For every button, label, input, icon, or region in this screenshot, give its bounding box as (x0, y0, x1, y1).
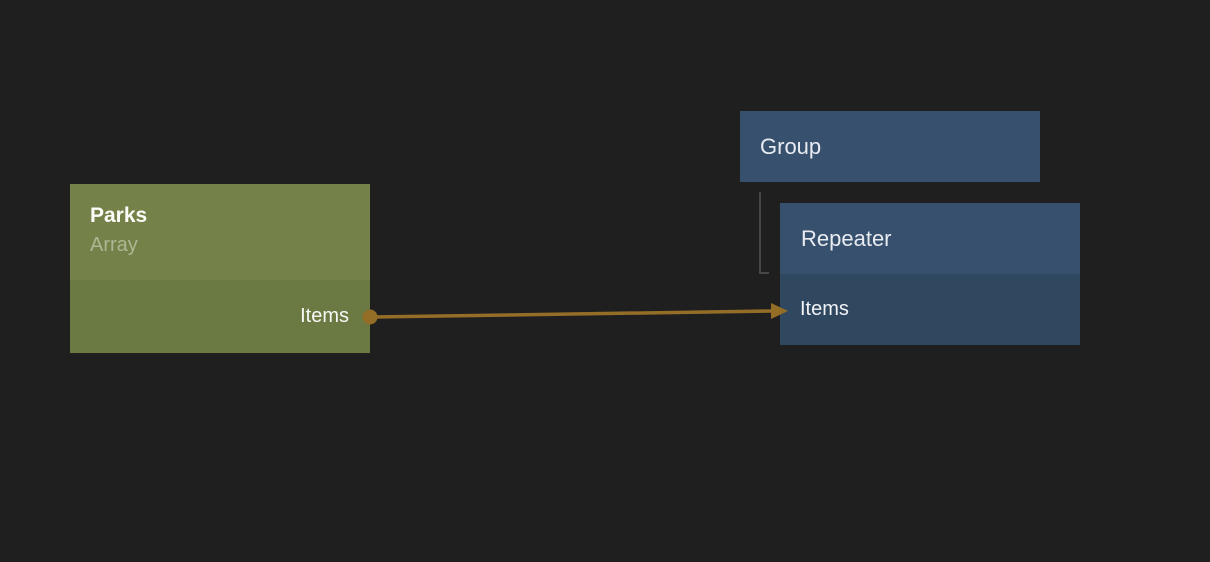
binding-connector-line[interactable] (375, 309, 773, 319)
hierarchy-connector-line (759, 192, 769, 274)
node-repeater-header: Repeater (780, 203, 1080, 274)
node-parks-title: Parks (90, 204, 148, 227)
node-parks-items-port[interactable]: Items (70, 280, 370, 353)
node-parks-subtitle: Array (90, 234, 138, 256)
node-repeater[interactable]: Repeater Items (780, 203, 1080, 345)
node-parks-items-port-label: Items (300, 305, 349, 327)
node-repeater-items-port[interactable]: Items (780, 274, 1080, 345)
node-group-title: Group (760, 133, 822, 159)
node-parks-header: Parks Array (70, 184, 370, 280)
node-group[interactable]: Group (740, 111, 1040, 182)
node-repeater-items-port-label: Items (800, 298, 849, 320)
node-parks[interactable]: Parks Array Items (70, 184, 370, 353)
node-repeater-title: Repeater (801, 225, 892, 251)
